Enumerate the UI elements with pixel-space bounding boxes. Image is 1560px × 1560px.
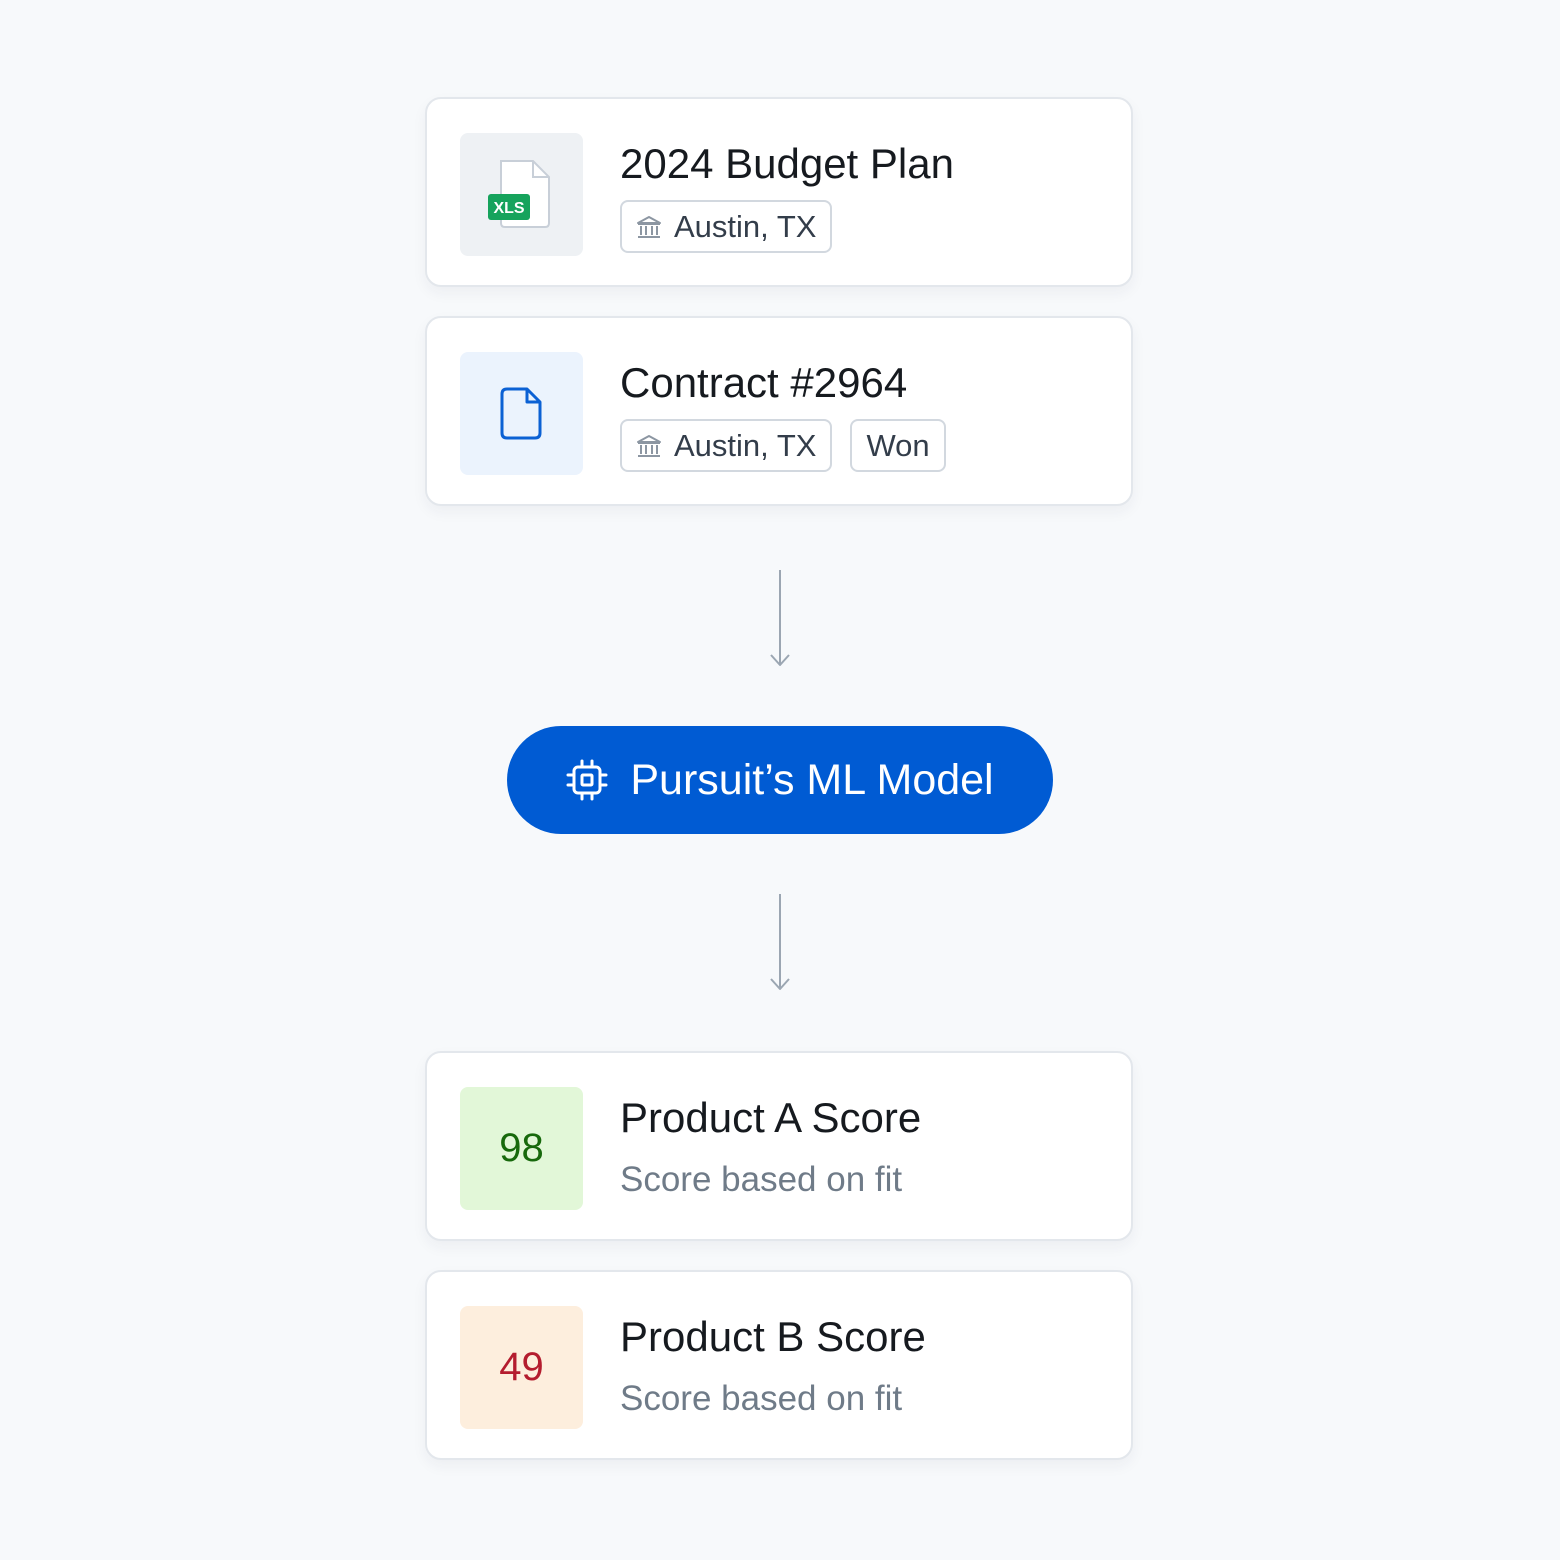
bank-icon [637,434,661,457]
arrow-down-icon [770,570,790,666]
card-title: 2024 Budget Plan [620,140,954,187]
xls-file-thumbnail: XLS [460,133,583,256]
tag-list: Austin, TX Won [620,419,946,472]
location-tag: Austin, TX [620,200,833,253]
tag-list: Austin, TX [620,200,833,253]
chip-icon [566,759,608,801]
card-title: Contract #2964 [620,359,908,406]
score-badge: 49 [460,1306,583,1429]
location-tag: Austin, TX [620,419,833,472]
location-tag-label: Austin, TX [674,427,817,463]
xls-badge-label: XLS [493,200,524,217]
document-thumbnail [460,352,583,475]
location-tag-label: Austin, TX [674,208,817,244]
arrow-down-icon [770,894,790,990]
xls-file-icon: XLS [487,159,550,228]
score-badge: 98 [460,1087,583,1210]
score-value: 98 [499,1126,544,1170]
card-subtitle: Score based on fit [620,1160,903,1199]
status-tag: Won [850,419,946,472]
input-card-budget-plan[interactable]: XLS 2024 Budget Plan Austin, TX [425,97,1133,287]
ml-model-node: Pursuit’s ML Model [507,726,1053,834]
output-card-product-a[interactable]: 98 Product A Score Score based on fit [425,1051,1133,1241]
bank-icon [637,215,661,238]
document-icon [500,387,541,439]
ml-model-label: Pursuit’s ML Model [630,755,994,804]
score-value: 49 [499,1345,544,1389]
status-tag-label: Won [866,427,930,463]
card-title: Product A Score [620,1094,922,1141]
card-subtitle: Score based on fit [620,1379,903,1418]
output-card-product-b[interactable]: 49 Product B Score Score based on fit [425,1270,1133,1460]
input-card-contract[interactable]: Contract #2964 Austin, TX Won [425,316,1133,506]
card-title: Product B Score [620,1313,926,1360]
